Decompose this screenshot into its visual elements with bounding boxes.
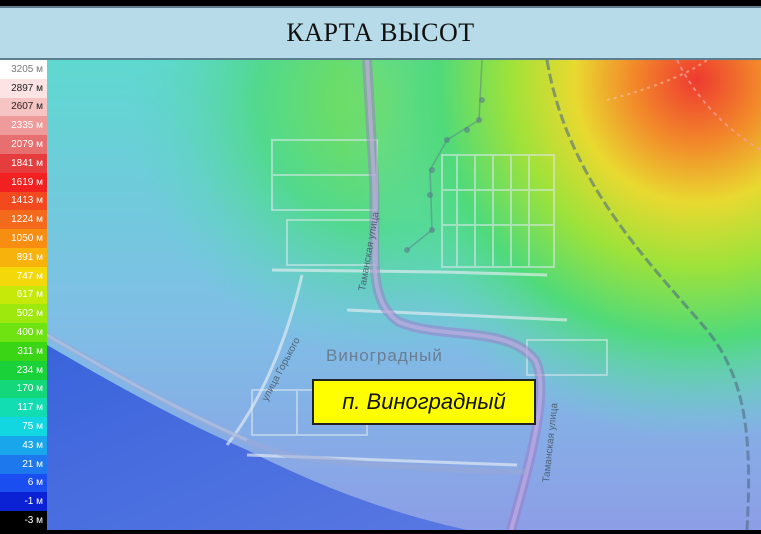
legend-item: 400 м [0,323,47,342]
legend-item: 1841 м [0,153,47,173]
title-bar: КАРТА ВЫСОТ [0,6,761,60]
legend-item: 2607 м [0,97,47,117]
legend-item: 2335 м [0,116,47,136]
place-name-label: Виноградный [326,346,443,365]
legend-item: -3 м [0,511,47,530]
legend-item: 170 м [0,379,47,399]
legend-item: 75 м [0,417,47,436]
railway-line [545,60,751,530]
legend-item: 747 м [0,266,47,286]
elevation-map[interactable]: Таманская улица Таманская улица улица Го… [47,60,761,530]
legend-item: 43 м [0,435,47,455]
legend-item: 1224 м [0,210,47,230]
legend-item: 1413 м [0,191,47,211]
legend-item: 3205 м [0,60,47,79]
legend-item: 117 м [0,398,47,418]
page-title: КАРТА ВЫСОТ [286,18,475,47]
legend-item: 617 м [0,285,47,305]
town-label-text: п. Виноградный [342,389,506,414]
legend-item: 1050 м [0,229,47,248]
legend-item: 6 м [0,473,47,493]
legend-item: 2897 м [0,78,47,98]
legend-item: 1619 м [0,172,47,192]
legend-item: 21 м [0,454,47,474]
legend-item: -1 м [0,492,47,512]
legend-item: 234 м [0,360,47,380]
legend-item: 891 м [0,247,47,267]
legend-item: 2079 м [0,135,47,154]
sea-area [47,345,467,530]
legend-item: 311 м [0,341,47,361]
map-canvas [47,60,761,530]
legend-item: 502 м [0,304,47,324]
town-label: п. Виноградный [312,379,536,425]
